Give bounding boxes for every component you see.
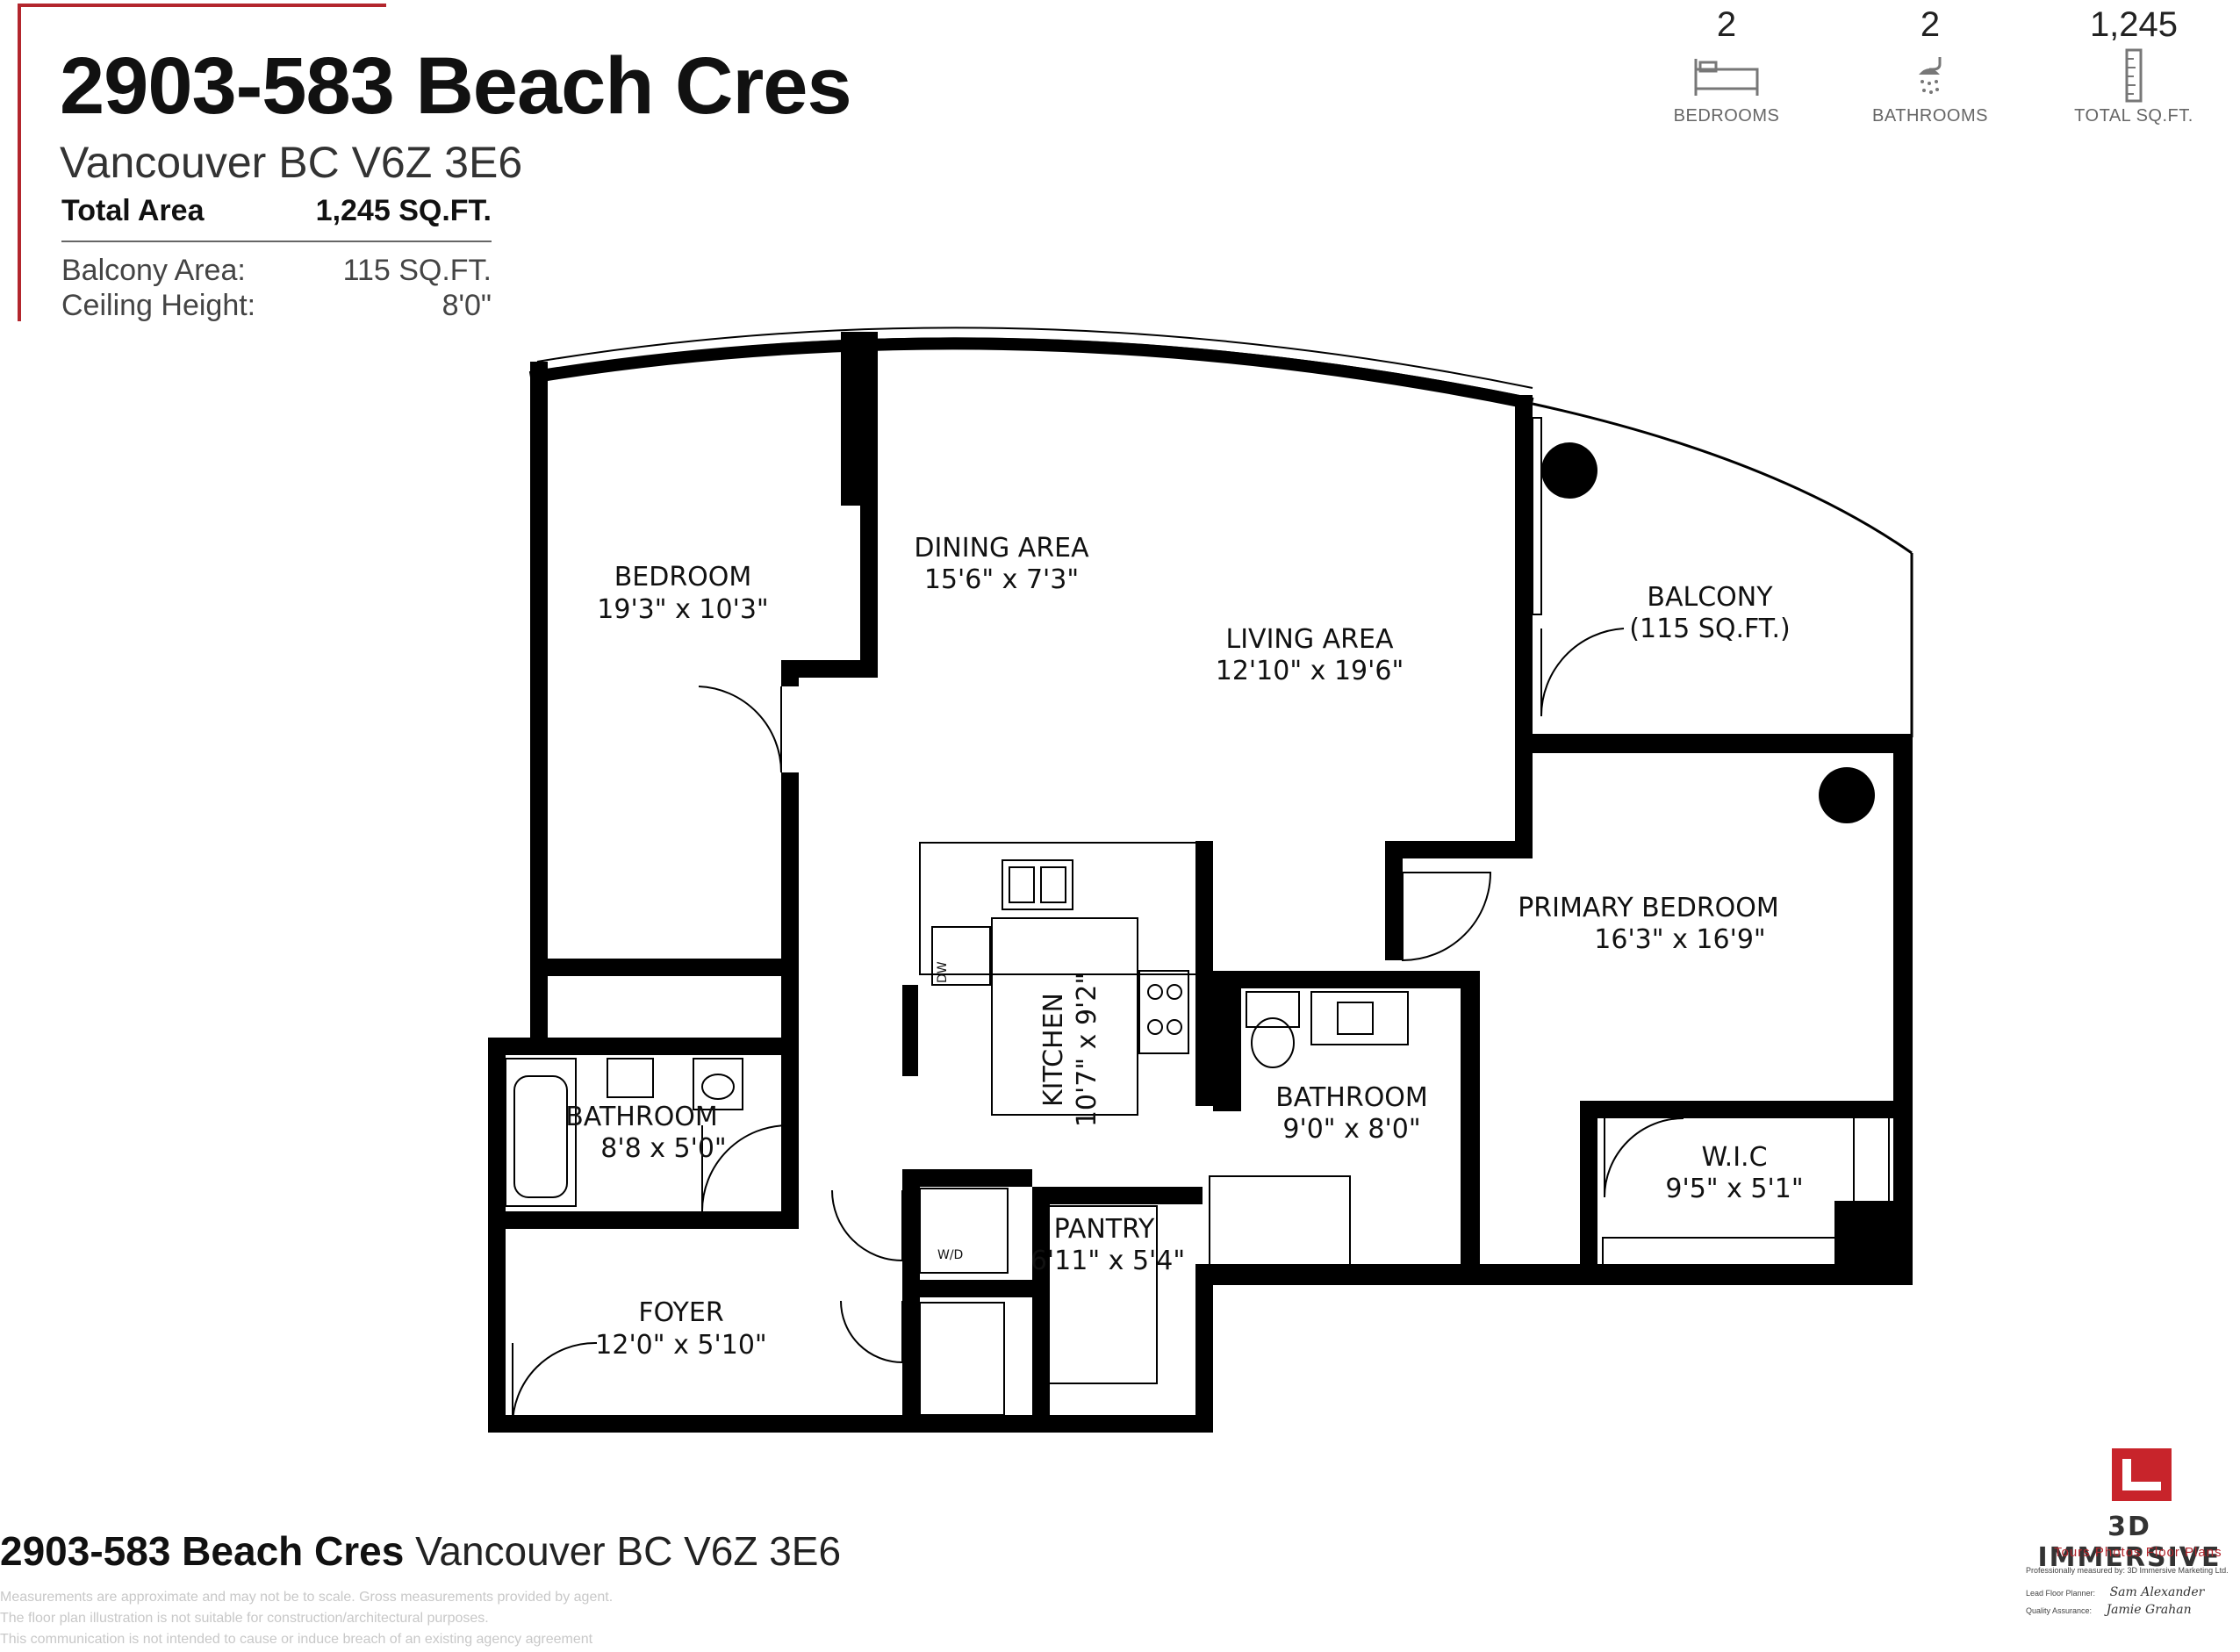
total-area-value: 1,245 SQ.FT. xyxy=(315,194,492,227)
ceiling-height-value: 8'0" xyxy=(442,289,492,322)
wic-shelf-2 xyxy=(1853,1107,1890,1214)
area-divider xyxy=(61,241,492,242)
window-wall xyxy=(528,327,1913,737)
washer-dryer-label: W/D xyxy=(937,1248,963,1262)
disclaimer: Measurements are approximate and may not… xyxy=(0,1587,790,1650)
bathroom-2-dims: 9'0" x 8'0" xyxy=(1282,1114,1420,1145)
ceiling-height-row: Ceiling Height: 8'0" xyxy=(61,288,492,323)
footer-address-street: 2903-583 Beach Cres xyxy=(0,1528,405,1574)
kitchen-dims: 10'7" x 9'2" xyxy=(1072,973,1102,1127)
lead-planner-signature: Sam Alexander xyxy=(2109,1585,2205,1599)
bathroom-2-name: BATHROOM xyxy=(1275,1082,1428,1113)
kitchen-island xyxy=(991,917,1138,1116)
brand-tagline: Tours Photos Floor Plans xyxy=(2054,1545,2222,1560)
bathroom-1-name: BATHROOM xyxy=(565,1102,718,1132)
brand-block: 3D IMMERSIVE Tours Photos Floor Plans Pr… xyxy=(2019,1440,2240,1650)
foyer-name: FOYER xyxy=(638,1297,723,1328)
page-title: 2903-583 Beach Cres xyxy=(60,41,852,131)
quality-assurance-label: Quality Assurance: xyxy=(2026,1606,2093,1615)
shower-stall-icon xyxy=(1209,1175,1351,1274)
dining-name: DINING AREA xyxy=(914,533,1089,564)
sink-icon xyxy=(693,1058,743,1110)
total-sqft-label: TOTAL SQ.FT. xyxy=(2074,106,2193,126)
bathroom-1-dims: 8'8 x 5'0" xyxy=(600,1133,726,1164)
vanity-sink-icon xyxy=(1310,991,1409,1045)
header-accent-bar xyxy=(18,4,21,321)
plan-walls xyxy=(488,332,1913,1433)
shower-icon xyxy=(1829,45,2031,106)
footer-address: 2903-583 Beach Cres Vancouver BC V6Z 3E6 xyxy=(0,1527,841,1575)
kitchen-name: KITCHEN xyxy=(1038,993,1069,1107)
total-area-label: Total Area xyxy=(61,194,205,227)
toilet-icon xyxy=(607,1058,654,1098)
pantry-dims: 6'11" x 5'4" xyxy=(1030,1246,1185,1276)
cooktop-icon xyxy=(1138,970,1189,1054)
disclaimer-line: This communication is not intended to ca… xyxy=(0,1632,593,1647)
living-dims: 12'10" x 19'6" xyxy=(1216,656,1404,686)
kitchen-sink-icon xyxy=(1002,859,1073,910)
area-summary: Total Area 1,245 SQ.FT. Balcony Area: 11… xyxy=(61,193,492,323)
foyer-dims: 12'0" x 5'10" xyxy=(595,1330,766,1361)
bedroom-dims: 19'3" x 10'3" xyxy=(597,594,768,625)
lead-planner-row: Lead Floor Planner: Sam Alexander xyxy=(2026,1585,2204,1599)
columns xyxy=(1541,442,1875,823)
total-area-row: Total Area 1,245 SQ.FT. xyxy=(61,193,492,228)
living-name: LIVING AREA xyxy=(1225,624,1393,655)
balcony-dims: (115 SQ.FT.) xyxy=(1629,614,1790,644)
page-subtitle: Vancouver BC V6Z 3E6 xyxy=(60,138,523,187)
stat-bedrooms: 2 BEDROOMS xyxy=(1626,5,1827,126)
property-stats: 2 BEDROOMS 2 BATHROOMS 1,245 TOTAL SQ.FT… xyxy=(1626,5,2240,154)
pantry-shelf xyxy=(1035,1205,1158,1384)
disclaimer-line: Measurements are approximate and may not… xyxy=(0,1590,614,1605)
bed-icon xyxy=(1626,45,1827,106)
wic-name: W.I.C xyxy=(1701,1142,1767,1173)
stat-bathrooms: 2 BATHROOMS xyxy=(1829,5,2031,126)
quality-assurance-signature: Jamie Grahan xyxy=(2106,1603,2192,1617)
bathrooms-label: BATHROOMS xyxy=(1872,106,1988,126)
bathtub-icon xyxy=(505,1058,577,1207)
ruler-icon xyxy=(2033,45,2235,106)
balcony-area-value: 115 SQ.FT. xyxy=(342,254,492,287)
door-swings xyxy=(511,628,1684,1428)
dishwasher-icon xyxy=(931,926,991,986)
wic-shelf xyxy=(1602,1237,1841,1274)
toilet-icon-2 xyxy=(1246,991,1300,1028)
dishwasher-label: DW xyxy=(936,961,950,983)
total-sqft-count: 1,245 xyxy=(2089,5,2179,44)
wic-dims: 9'5" x 5'1" xyxy=(1665,1174,1803,1204)
primary-bedroom-name: PRIMARY BEDROOM xyxy=(1518,893,1779,923)
balcony-area-row: Balcony Area: 115 SQ.FT. xyxy=(61,253,492,288)
brand-measured-by: Professionally measured by: 3D Immersive… xyxy=(2026,1566,2229,1575)
sliding-doors xyxy=(547,417,1907,1081)
lead-planner-label: Lead Floor Planner: xyxy=(2026,1589,2096,1598)
closet xyxy=(919,1302,1005,1416)
stat-total-sqft: 1,245 TOTAL SQ.FT. xyxy=(2033,5,2235,126)
balcony-name: BALCONY xyxy=(1647,582,1773,613)
primary-bedroom-dims: 16'3" x 16'9" xyxy=(1594,924,1765,955)
header-accent-line xyxy=(18,4,386,7)
balcony-area-label: Balcony Area: xyxy=(61,254,246,287)
washer-dryer-icon xyxy=(919,1188,1009,1274)
pantry-name: PANTRY xyxy=(1054,1214,1155,1245)
quality-assurance-row: Quality Assurance: Jamie Grahan xyxy=(2026,1603,2192,1617)
room-labels: BEDROOM 19'3" x 10'3" DINING AREA 15'6" … xyxy=(565,533,1803,1361)
bedroom-name: BEDROOM xyxy=(614,562,752,593)
brand-name: 3D IMMERSIVE xyxy=(2037,1512,2222,1573)
footer-address-city: Vancouver BC V6Z 3E6 xyxy=(415,1528,842,1574)
ceiling-height-label: Ceiling Height: xyxy=(61,289,256,322)
bedrooms-label: BEDROOMS xyxy=(1673,106,1780,126)
disclaimer-line: The floor plan illustration is not suita… xyxy=(0,1611,489,1626)
bedrooms-count: 2 xyxy=(1716,5,1737,44)
fixtures xyxy=(505,859,1890,1416)
brand-logo-icon xyxy=(2112,1448,2172,1501)
dining-dims: 15'6" x 7'3" xyxy=(924,564,1079,595)
bathrooms-count: 2 xyxy=(1920,5,1941,44)
